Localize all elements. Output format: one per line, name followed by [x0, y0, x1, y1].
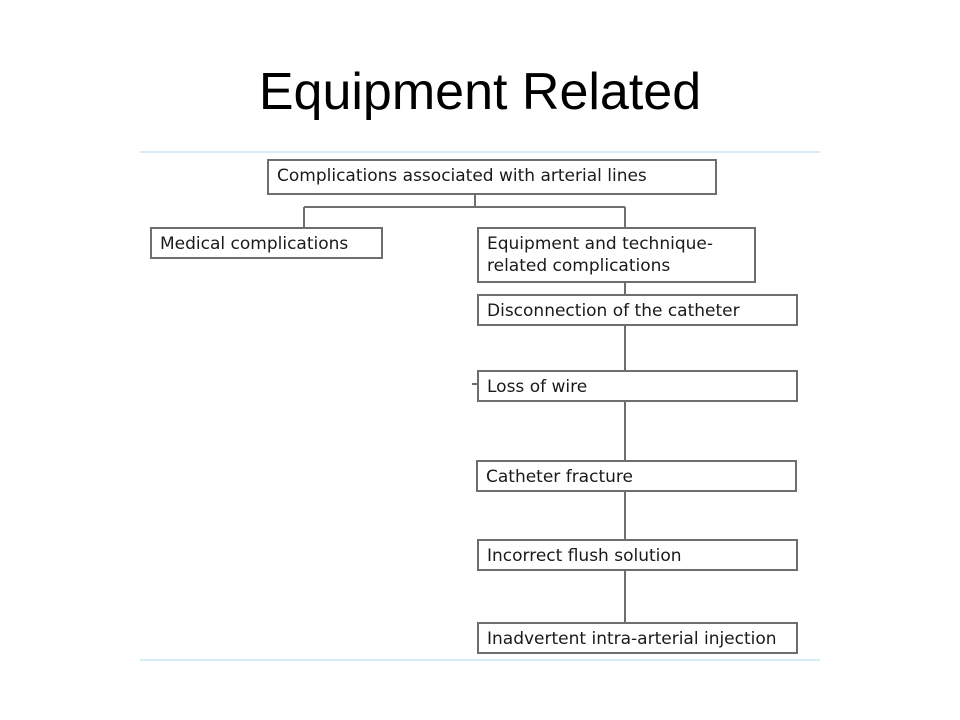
root-node: Complications associated with arterial l… [267, 159, 717, 195]
equipment-technique-node: Equipment and technique-related complica… [477, 227, 756, 283]
item-inadvertent-injection: Inadvertent intra-arterial injection [477, 622, 798, 654]
item-catheter-fracture: Catheter fracture [476, 460, 797, 492]
top-divider [140, 151, 820, 153]
item-incorrect-flush: Incorrect flush solution [477, 539, 798, 571]
item-loss-of-wire: Loss of wire [477, 370, 798, 402]
bottom-divider [140, 659, 820, 661]
slide-title: Equipment Related [258, 63, 702, 121]
medical-complications-node: Medical complications [150, 227, 383, 259]
item-disconnection: Disconnection of the catheter [477, 294, 798, 326]
